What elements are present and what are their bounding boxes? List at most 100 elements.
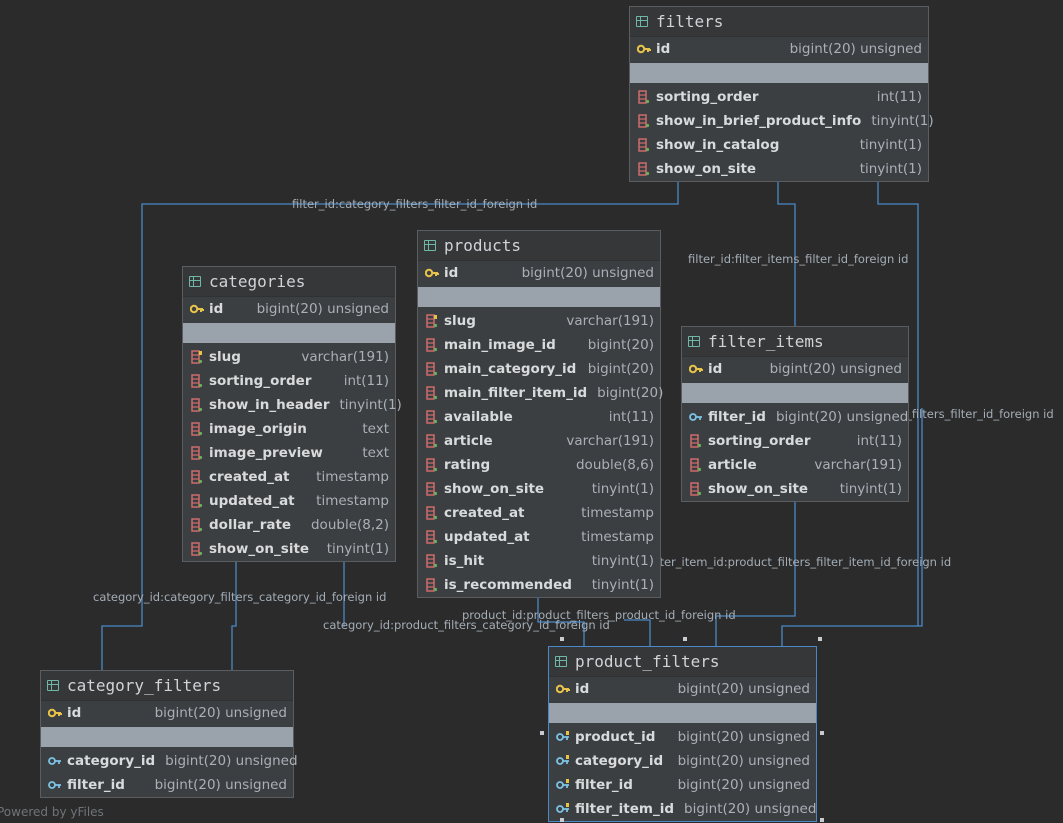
column-name: image_origin xyxy=(209,421,307,437)
relation-label: product_id:product_filters_product_id_fo… xyxy=(462,608,736,622)
resize-handle[interactable] xyxy=(540,731,544,735)
resize-handle[interactable] xyxy=(560,637,564,641)
resize-handle[interactable] xyxy=(683,637,687,641)
column-type: tinyint(1) xyxy=(871,113,934,129)
table-header[interactable]: categories xyxy=(183,267,395,297)
column-icon xyxy=(425,434,439,448)
column-icon xyxy=(425,458,439,472)
resize-handle[interactable] xyxy=(818,637,822,641)
table-header[interactable]: product_filters xyxy=(549,647,816,677)
column-row[interactable]: created_at timestamp xyxy=(183,465,395,489)
relation-line[interactable] xyxy=(781,625,918,646)
pk-separator xyxy=(630,63,928,83)
column-type: timestamp xyxy=(316,469,389,485)
column-type: bigint(20) unsigned xyxy=(769,361,902,377)
column-type: tinyint(1) xyxy=(859,161,922,177)
primary-key-icon xyxy=(424,266,439,280)
table-header[interactable]: products xyxy=(418,231,660,261)
column-type: bigint(20) unsigned xyxy=(677,753,810,769)
table-header[interactable]: filters xyxy=(630,7,928,37)
column-row[interactable]: show_in_brief_product_info tinyint(1) xyxy=(630,109,934,133)
column-name: created_at xyxy=(209,469,290,485)
column-icon xyxy=(425,554,439,568)
column-name: show_in_brief_product_info xyxy=(656,113,862,129)
column-name: updated_at xyxy=(209,493,295,509)
relation-line[interactable] xyxy=(624,619,651,646)
column-name: filter_id xyxy=(575,777,633,793)
resize-handle[interactable] xyxy=(560,818,564,822)
relation-label: category_id:category_filters_category_id… xyxy=(93,590,387,604)
relation-line[interactable] xyxy=(715,498,796,646)
relation-line[interactable] xyxy=(877,180,923,627)
column-type: bigint(20) xyxy=(587,337,654,353)
table-header[interactable]: category_filters xyxy=(41,671,293,701)
column-type: text xyxy=(362,445,389,461)
relation-line[interactable] xyxy=(101,180,679,670)
table-header[interactable]: filter_items xyxy=(682,327,908,357)
column-type: timestamp xyxy=(581,505,654,521)
primary-key-icon xyxy=(688,362,703,376)
resize-handle[interactable] xyxy=(820,818,824,822)
relation-line[interactable] xyxy=(231,558,237,670)
column-name: show_on_site xyxy=(444,481,545,497)
pk-separator xyxy=(418,287,660,307)
relation-line[interactable] xyxy=(537,594,585,646)
table-title: products xyxy=(444,236,522,255)
column-icon xyxy=(637,162,651,176)
resize-handle[interactable] xyxy=(820,731,824,735)
column-icon xyxy=(190,446,204,460)
column-icon xyxy=(425,362,439,376)
column-icon xyxy=(637,138,651,152)
relation-line[interactable] xyxy=(777,180,796,326)
column-name: filter_item_id xyxy=(575,801,674,817)
column-name: article xyxy=(708,457,757,473)
column-type: bigint(20) xyxy=(587,361,654,377)
